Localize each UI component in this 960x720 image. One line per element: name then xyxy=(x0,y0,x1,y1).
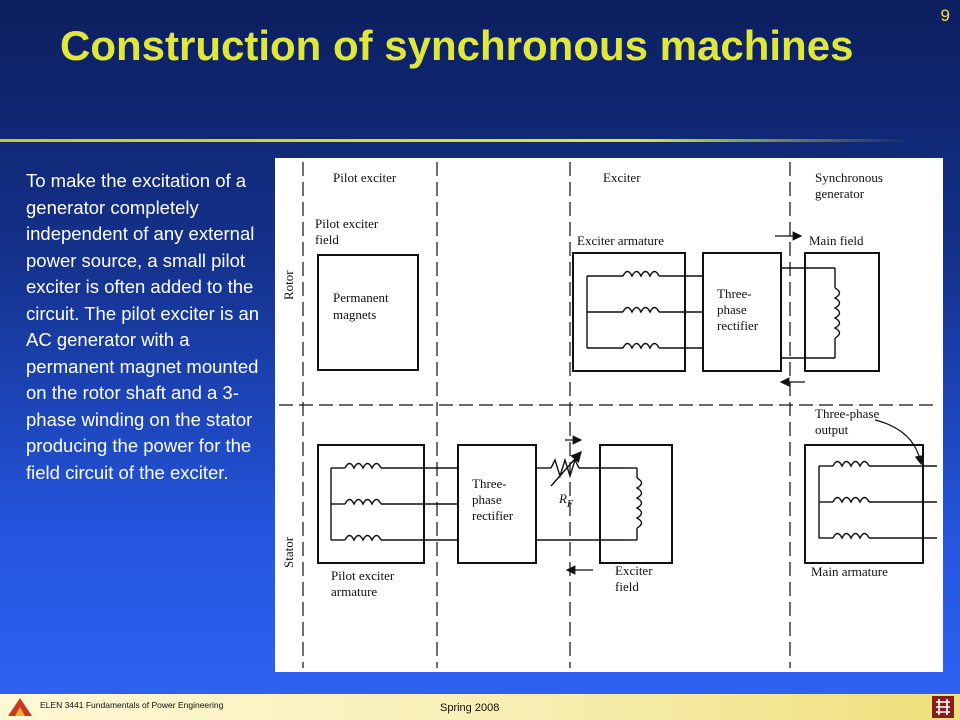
title-divider xyxy=(0,139,910,142)
label-rf: RF xyxy=(558,491,574,510)
label-stator-rectifier-3: rectifier xyxy=(472,508,514,523)
permanent-magnets-box xyxy=(317,254,419,371)
pilot-exciter-armature-windings xyxy=(330,462,458,542)
footer-term: Spring 2008 xyxy=(440,702,500,714)
body-paragraph: To make the excitation of a generator co… xyxy=(26,170,260,483)
footer-course: ELEN 3441 Fundamentals of Power Engineer… xyxy=(40,700,224,710)
label-pilot-exciter-armature-1: Pilot exciter xyxy=(331,568,395,583)
label-pilot-exciter: Pilot exciter xyxy=(333,170,397,185)
label-exciter: Exciter xyxy=(603,170,641,185)
main-armature-box xyxy=(804,444,924,564)
label-pilot-exciter-armature-2: armature xyxy=(331,584,377,599)
slide-footer: ELEN 3441 Fundamentals of Power Engineer… xyxy=(0,694,960,720)
label-rotor-rectifier-1: Three- xyxy=(717,286,752,301)
label-main-armature: Main armature xyxy=(811,564,888,579)
label-stator-rectifier-2: phase xyxy=(472,492,502,507)
label-stator-rectifier-1: Three- xyxy=(472,476,507,491)
label-rotor-rectifier-3: rectifier xyxy=(717,318,759,333)
course-logo-icon xyxy=(8,698,32,716)
stator-rectifier-box xyxy=(457,444,537,564)
slide-title: Construction of synchronous machines xyxy=(60,22,854,69)
main-field-box xyxy=(804,252,880,372)
rotor-rectifier-box xyxy=(702,252,782,372)
label-exciter-armature: Exciter armature xyxy=(577,233,664,248)
label-rotor-rectifier-2: phase xyxy=(717,302,747,317)
university-logo-icon xyxy=(932,696,954,718)
label-pilot-exciter-field-1: Pilot exciter xyxy=(315,216,379,231)
label-main-field: Main field xyxy=(809,233,864,248)
pilot-exciter-diagram: Pilot exciter Exciter Synchronous genera… xyxy=(275,158,943,672)
exciter-field-winding xyxy=(625,467,643,541)
label-exciter-field-1: Exciter xyxy=(615,563,653,578)
label-three-phase-output-2: output xyxy=(815,422,849,437)
label-pilot-exciter-field-2: field xyxy=(315,232,339,247)
label-permanent-magnets-2: magnets xyxy=(333,307,376,322)
label-stator: Stator xyxy=(281,536,296,568)
label-three-phase-output-1: Three-phase xyxy=(815,406,879,421)
exciter-armature-windings xyxy=(586,270,703,350)
label-synchronous-2: generator xyxy=(815,186,865,201)
label-synchronous-1: Synchronous xyxy=(815,170,883,185)
label-rotor: Rotor xyxy=(281,270,296,300)
label-permanent-magnets-1: Permanent xyxy=(333,290,389,305)
slide-number: 9 xyxy=(940,6,950,25)
label-exciter-field-2: field xyxy=(615,579,639,594)
exciter-field-box xyxy=(599,444,673,564)
main-field-winding xyxy=(781,267,841,359)
main-armature-windings xyxy=(818,460,937,540)
field-resistor xyxy=(536,450,625,541)
